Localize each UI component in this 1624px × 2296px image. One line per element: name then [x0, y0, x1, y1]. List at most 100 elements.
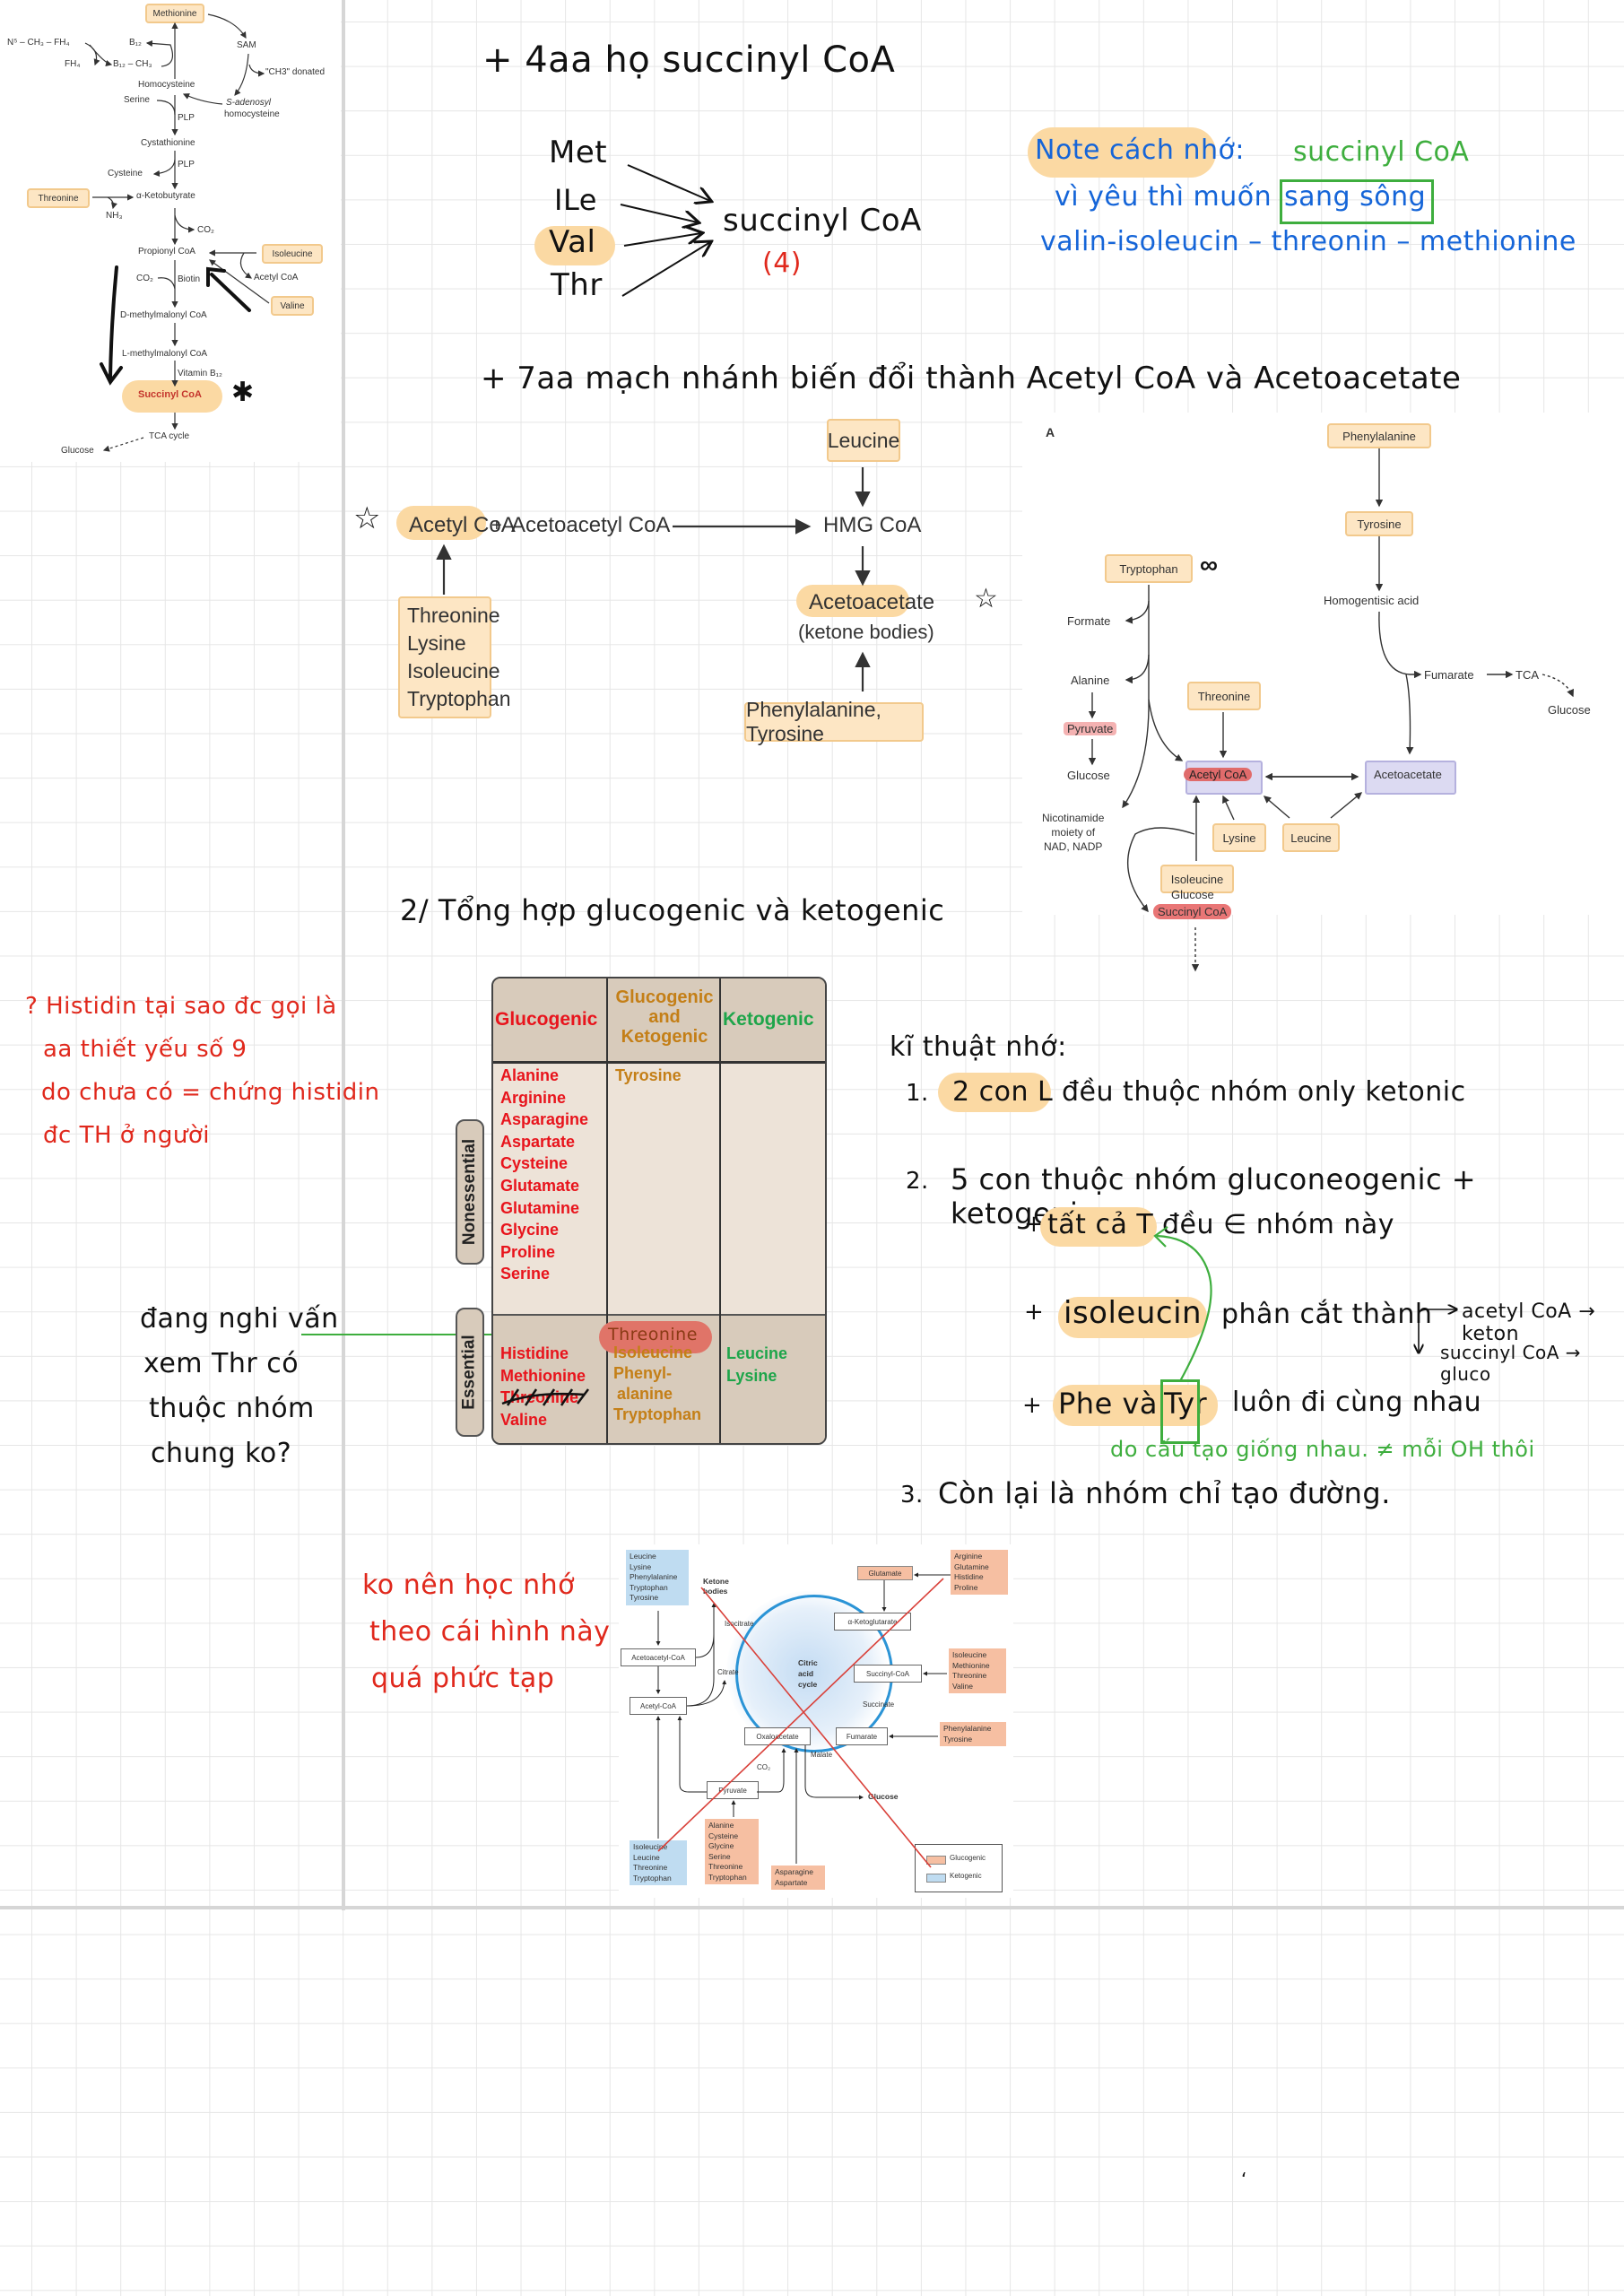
cycle-aa: Asparagine: [775, 1867, 814, 1876]
kd-left-sources: Threonine Lysine Isoleucine Tryptophan: [398, 596, 511, 718]
sub3-green-note: do cấu tạo giống nhau. ≠ mỗi OH thôi: [1110, 1437, 1535, 1462]
cycle-aa: Threonine: [633, 1863, 668, 1872]
cycle-aa: Isoleucine: [633, 1842, 668, 1851]
pa-tryptophan: Tryptophan: [1105, 554, 1193, 583]
threonine-added-highlight: [599, 1321, 712, 1353]
row-label-essential: Essential: [456, 1308, 484, 1437]
box-acetyl-coa: Acetyl-CoA: [630, 1697, 687, 1715]
essential-both-list: Isoleucine Phenyl- alanine Tryptophan: [613, 1343, 701, 1425]
cycle-aa: Threonine: [708, 1862, 743, 1871]
node-l-methylmalonyl-coa: L-methylmalonyl CoA: [122, 349, 208, 359]
label-plp-2: PLP: [178, 160, 195, 170]
source-thr: Thr: [551, 267, 603, 303]
pa-threonine: Threonine: [1187, 682, 1261, 710]
pa-tyrosine: Tyrosine: [1345, 511, 1413, 536]
header-glucogenic: Glucogenic: [495, 1009, 598, 1030]
kd-source-threonine: Threonine: [407, 604, 500, 627]
cycle-aa: Alanine: [708, 1821, 734, 1830]
aa-item: alanine: [617, 1385, 673, 1403]
panel-a-label: A: [1046, 425, 1055, 439]
cycle-aa: Tyrosine: [943, 1734, 973, 1744]
pa-leucine: Leucine: [1282, 823, 1340, 852]
aa-item: Glutamine: [500, 1198, 580, 1217]
node-fh4: FH₄: [65, 59, 81, 69]
nonessential-glucogenic-list: Alanine Arginine Asparagine Aspartate Cy…: [500, 1065, 588, 1285]
thr-connector-line: [301, 1334, 606, 1335]
pa-phenylalanine: Phenylalanine: [1327, 423, 1431, 448]
header-both-line2: and: [648, 1007, 681, 1027]
thr-note-line2: xem Thr có: [143, 1348, 300, 1379]
cycle-aa: Leucine: [630, 1552, 656, 1561]
item3-num: 3.: [900, 1482, 924, 1509]
source-met: Met: [549, 135, 608, 170]
cycle-aa: Phenylalanine: [943, 1724, 992, 1733]
kd-leucine: Leucine: [827, 419, 900, 462]
node-valine: Valine: [271, 296, 314, 316]
stray-pen-mark: ‘: [1241, 2169, 1247, 2190]
label-succinate: Succinate: [863, 1700, 895, 1709]
sub1-text: đều ∈ nhóm này: [1162, 1209, 1395, 1240]
gluc-bottom-asp: Asparagine Aspartate: [771, 1866, 825, 1890]
histidine-note: ? Histidin tại sao đc gọi là aa thiết yế…: [25, 985, 380, 1157]
val-highlight: [534, 226, 615, 265]
asterisk-mark: ✱: [231, 378, 255, 407]
kd-source-lysine: Lysine: [407, 631, 466, 655]
label-plp-1: PLP: [178, 113, 195, 123]
sub3-highlight: [1053, 1385, 1218, 1426]
star-mark-acetoacetate: ☆: [974, 583, 999, 614]
keto-top-left: Leucine Lysine Phenylalanine Tryptophan …: [626, 1550, 689, 1605]
succinyl-pathway-figure: Methionine SAM "CH3" donated N⁵ – CH₃ – …: [0, 0, 341, 462]
essential-ketogenic-list: Leucine Lysine: [726, 1343, 787, 1387]
succinyl-heading: + 4aa họ succinyl CoA: [482, 39, 896, 81]
ketone-bodies-line2: bodies: [703, 1587, 728, 1596]
sub1-highlight: [1040, 1207, 1157, 1247]
sub3-highlight-text-a: Phe và: [1058, 1387, 1158, 1421]
aa-item: Cysteine: [500, 1154, 569, 1173]
cycle-aa: Tryptophan: [708, 1872, 747, 1882]
histidine-note-line4: đc TH ở người: [43, 1122, 211, 1149]
tyr-box: [1160, 1379, 1200, 1444]
succinyl-pathway-arrows: [84, 13, 270, 452]
aa-item: Alanine: [500, 1066, 560, 1084]
node-alpha-ketobutyrate: α-Ketobutyrate: [136, 191, 195, 201]
cycle-aa: Isoleucine: [952, 1650, 987, 1659]
thr-note: đang nghi vấn xem Thr có thuộc nhóm chun…: [140, 1297, 339, 1476]
gluc-right: Isoleucine Methionine Threonine Valine: [949, 1648, 1006, 1693]
item1-text: đều thuộc nhóm only ketonic: [1062, 1076, 1466, 1108]
pa-acetoacetate-box: [1365, 761, 1456, 795]
kd-source-tryptophan: Tryptophan: [407, 687, 511, 710]
col-divider-1: [606, 978, 608, 1443]
aa-classification-table: Glucogenic Glucogenic and Ketogenic Keto…: [491, 977, 827, 1445]
item3-text: Còn lại là nhóm chỉ tạo đường.: [938, 1476, 1391, 1510]
aa-item: Glycine: [500, 1221, 560, 1239]
cycle-aa: Histidine: [954, 1572, 984, 1581]
nonessential-both-list: Tyrosine: [615, 1065, 682, 1087]
node-succinyl-coa: Succinyl CoA: [138, 389, 202, 400]
aa-item: Lysine: [726, 1366, 777, 1385]
thr-note-line1: đang nghi vấn: [140, 1303, 339, 1335]
box-succinyl-coa: Succinyl-CoA: [854, 1665, 922, 1683]
pa-glucose-bottom: Glucose: [1171, 888, 1214, 901]
cycle-aa: Cysteine: [708, 1831, 739, 1840]
thr-note-line3: thuộc nhóm: [149, 1393, 315, 1424]
pa-formate: Formate: [1067, 614, 1111, 628]
panel-a-figure: A Phenylalanine Tyrosine Homogentisic ac…: [1022, 413, 1624, 919]
box-a-ketoglutarate: α-Ketoglutarate: [834, 1613, 911, 1631]
kd-source-isoleucine: Isoleucine: [407, 659, 500, 683]
node-glucose: Glucose: [61, 446, 94, 456]
gluc-bottom-mid: Alanine Cysteine Glycine Serine Threonin…: [705, 1819, 759, 1884]
col-divider-2: [719, 978, 721, 1443]
item1-highlight: [938, 1073, 1051, 1112]
kd-plus: +: [491, 516, 502, 535]
label-malate: Malate: [811, 1751, 833, 1759]
gluc-phe-tyr: Phenylalanine Tyrosine: [940, 1722, 1006, 1746]
cycle-aa: Phenylalanine: [630, 1572, 678, 1581]
pa-isoleucine: Isoleucine: [1160, 865, 1234, 893]
acetyl-heading: + 7aa mạch nhánh biến đổi thành Acetyl C…: [481, 361, 1462, 396]
pa-nicotinamide-line2: moiety of: [1051, 826, 1096, 839]
header-both-line3: Ketogenic: [621, 1027, 708, 1047]
label-isocitrate: Isocitrate: [725, 1620, 754, 1628]
succinyl-count: (4): [762, 248, 802, 279]
cycle-aa: Methionine: [952, 1660, 990, 1670]
node-b12: B₁₂: [129, 38, 142, 48]
